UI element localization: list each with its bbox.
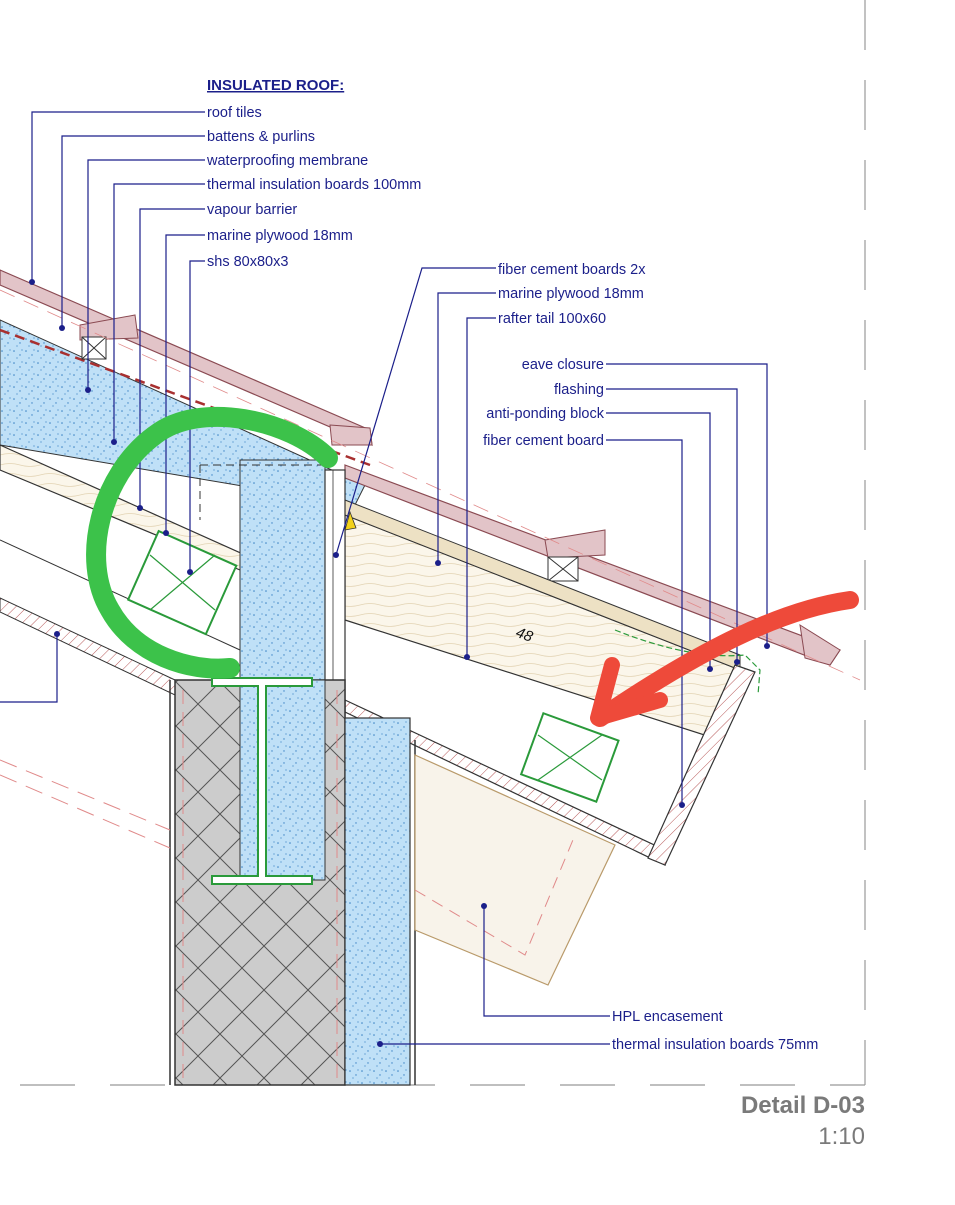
title-block: Detail D-03 1:10 xyxy=(741,1090,865,1152)
wall-insulation-core xyxy=(239,679,326,881)
tile-lap-upper xyxy=(79,314,139,341)
leader-waterproofing-membrane: waterproofing membrane xyxy=(85,153,368,393)
detail-scale: 1:10 xyxy=(818,1123,865,1150)
svg-text:fiber cement board: fiber cement board xyxy=(483,433,604,449)
svg-text:roof tiles: roof tiles xyxy=(207,105,262,121)
svg-text:thermal insulation boards 75mm: thermal insulation boards 75mm xyxy=(612,1037,818,1053)
leader-vapour-barrier: vapour barrier xyxy=(137,202,297,511)
svg-text:HPL encasement: HPL encasement xyxy=(612,1009,723,1025)
svg-text:flashing: flashing xyxy=(554,382,604,398)
svg-text:vapour barrier: vapour barrier xyxy=(207,202,297,218)
svg-text:rafter tail 100x60: rafter tail 100x60 xyxy=(498,311,606,327)
leader-anti-ponding-block: anti-ponding block xyxy=(486,406,713,672)
svg-text:anti-ponding block: anti-ponding block xyxy=(486,406,604,422)
tile-lap-lower xyxy=(544,529,606,559)
wall-insulation-75mm xyxy=(344,717,411,1086)
green-highlight-circle xyxy=(86,406,338,679)
svg-text:battens & purlins: battens & purlins xyxy=(207,129,315,145)
leader-shs: shs 80x80x3 xyxy=(187,254,288,575)
svg-text:fiber cement boards 2x: fiber cement boards 2x xyxy=(498,262,646,278)
detail-name: Detail D-03 xyxy=(740,1092,865,1119)
red-arrow-head xyxy=(590,657,668,726)
leader-hpl-encasement: HPL encasement xyxy=(481,903,723,1025)
steel-i-beam xyxy=(211,677,313,885)
leader-fiber-cement-boards-2x: fiber cement boards 2x xyxy=(333,262,646,558)
tile-end xyxy=(799,623,841,666)
insulated-roof-heading: INSULATED ROOF: xyxy=(207,77,344,94)
fascia-board xyxy=(647,664,756,866)
svg-text:marine plywood 18mm: marine plywood 18mm xyxy=(498,286,644,302)
svg-text:shs 80x80x3: shs 80x80x3 xyxy=(207,254,288,270)
leader-thermal-insulation-100: thermal insulation boards 100mm xyxy=(111,177,421,445)
leader-thermal-insulation-75: thermal insulation boards 75mm xyxy=(377,1037,818,1053)
leader-rafter-tail: rafter tail 100x60 xyxy=(464,311,606,660)
tile-lap-mid xyxy=(329,424,373,446)
leader-fiber-cement-board: fiber cement board xyxy=(483,433,685,808)
leader-marine-plywood-eave: marine plywood 18mm xyxy=(435,286,644,566)
svg-text:thermal insulation boards 100m: thermal insulation boards 100mm xyxy=(207,177,421,193)
hpl-encasement xyxy=(414,754,616,986)
leader-ceiling xyxy=(0,631,60,703)
dimension-48: 48 xyxy=(514,624,536,646)
leader-flashing: flashing xyxy=(554,382,740,665)
leader-eave-closure: eave closure xyxy=(522,357,770,649)
red-arrow-shaft xyxy=(591,591,859,727)
anti-ponding-marker xyxy=(344,510,357,531)
svg-text:eave closure: eave closure xyxy=(522,357,604,373)
svg-text:marine plywood 18mm: marine plywood 18mm xyxy=(207,228,353,244)
svg-text:waterproofing membrane: waterproofing membrane xyxy=(206,153,368,169)
leader-roof-tiles: roof tiles xyxy=(29,105,262,285)
leader-battens-purlins: battens & purlins xyxy=(59,129,315,331)
